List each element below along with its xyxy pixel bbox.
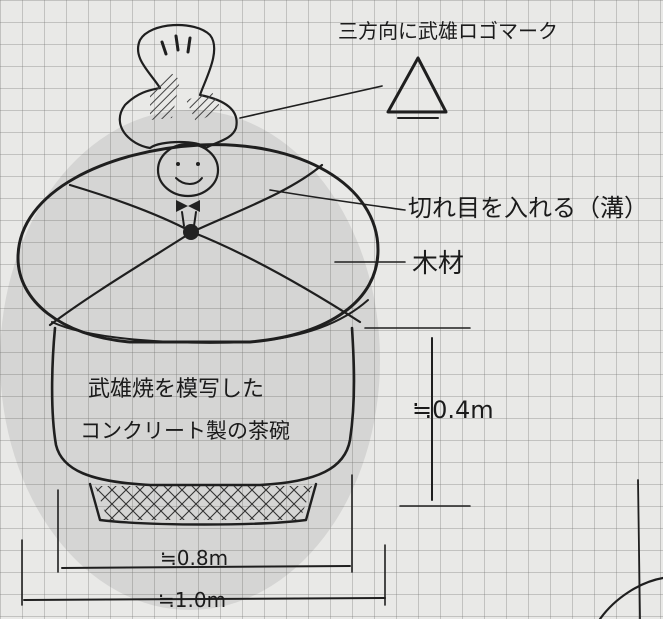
label-height: ≒0.4m: [412, 396, 494, 424]
foot-ring-pattern: [95, 486, 312, 520]
label-bowl-line2: コンクリート製の茶碗: [80, 419, 290, 443]
dimension-widths: [21, 474, 386, 606]
shading: [0, 110, 380, 610]
partial-object-line: [637, 479, 641, 619]
label-bowl-line1: 武雄焼を模写した: [88, 377, 264, 402]
groove-line: [48, 230, 194, 327]
dim-outer-line: [23, 597, 386, 601]
leader-logo: [239, 85, 383, 119]
mascot-mouth: [175, 177, 203, 185]
groove-line: [68, 183, 194, 234]
label-logo-mark: 三方向に武雄ロゴマーク: [338, 19, 558, 43]
bowl-body-outline: [50, 326, 356, 487]
mascot-ray: [160, 40, 168, 56]
mascot-ray: [174, 34, 180, 52]
lid-outline: [16, 143, 380, 344]
mascot-neck: [181, 211, 197, 227]
dimension-height: [364, 327, 471, 507]
mascot-eye: [196, 162, 200, 166]
triangle-icon: [386, 56, 448, 114]
mascot-ray: [186, 36, 192, 54]
leader-notch: [269, 189, 406, 211]
lid-knob: [183, 224, 199, 240]
mascot-bowtie: [176, 200, 200, 212]
lid-rim: [51, 299, 369, 344]
mascot-hatch: [150, 72, 180, 120]
dim-inner-line: [61, 565, 351, 569]
mascot-hatch: [186, 92, 222, 122]
tea-bowl: [50, 326, 356, 526]
mascot-eye: [176, 162, 180, 166]
label-wood: 木材: [412, 249, 464, 279]
label-outer-width: ≒1.0m: [158, 588, 226, 612]
triangle-logo: [386, 56, 448, 119]
mascot-face: [156, 142, 220, 198]
partial-object: [598, 576, 663, 619]
label-notch: 切れ目を入れる（溝）: [408, 194, 648, 222]
mascot-figure: [118, 23, 238, 227]
groove-line: [190, 230, 362, 324]
wooden-lid: [16, 143, 380, 344]
label-inner-width: ≒0.8m: [160, 546, 228, 570]
foot-ring-outline: [88, 482, 318, 526]
groove-line: [190, 163, 324, 234]
